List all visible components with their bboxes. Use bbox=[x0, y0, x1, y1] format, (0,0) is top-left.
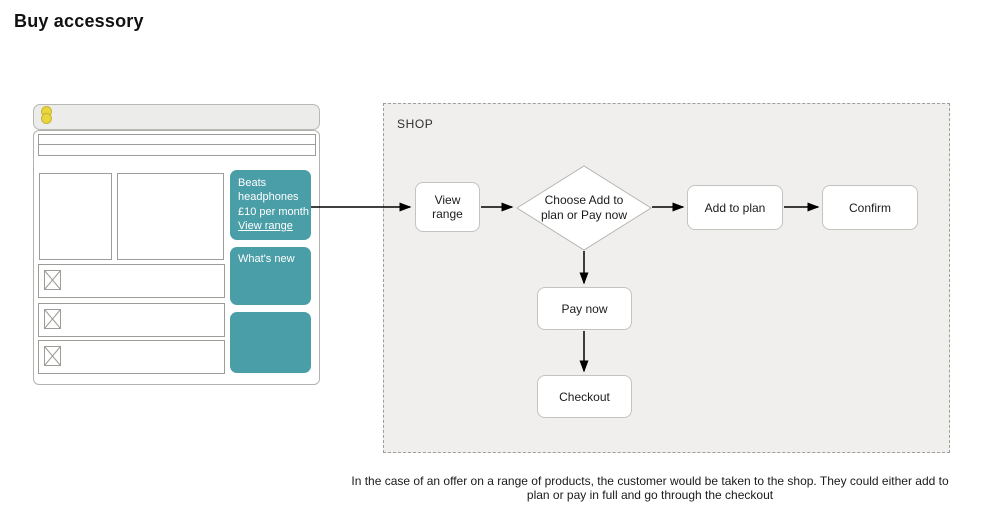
empty-banner bbox=[230, 312, 311, 373]
flow-node-checkout: Checkout bbox=[537, 375, 632, 418]
flow-node-add-to-plan: Add to plan bbox=[687, 185, 783, 230]
shop-panel bbox=[383, 103, 950, 453]
content-placeholder-box bbox=[117, 173, 224, 260]
flow-node-label: View range bbox=[432, 193, 463, 221]
browser-chrome-bar bbox=[33, 104, 320, 130]
nav-bar-placeholder bbox=[38, 134, 316, 156]
nav-bar-divider bbox=[39, 135, 315, 145]
list-item bbox=[38, 303, 225, 337]
whats-new-banner: What's new bbox=[230, 247, 311, 305]
flow-node-view-range: View range bbox=[415, 182, 480, 232]
promo-banner: Beats headphones £10 per month View rang… bbox=[230, 170, 311, 240]
shop-panel-label: SHOP bbox=[397, 117, 434, 131]
flow-node-label: Confirm bbox=[848, 200, 891, 215]
logo-dot-icon bbox=[41, 113, 52, 124]
flow-node-label: Pay now bbox=[561, 301, 608, 316]
flow-node-confirm: Confirm bbox=[822, 185, 918, 230]
flow-node-decision-label: Choose Add to plan or Pay now bbox=[540, 193, 628, 222]
whats-new-label: What's new bbox=[238, 253, 295, 265]
promo-line: £10 per month bbox=[238, 205, 309, 218]
promo-line: headphones bbox=[238, 191, 299, 204]
list-item bbox=[38, 340, 225, 374]
page-title: Buy accessory bbox=[14, 11, 144, 31]
flow-node-label: Checkout bbox=[559, 389, 610, 404]
flow-node-pay-now: Pay now bbox=[537, 287, 632, 330]
content-placeholder-box bbox=[39, 173, 112, 260]
caption-text: In the case of an offer on a range of pr… bbox=[351, 474, 949, 502]
image-placeholder-icon bbox=[44, 346, 61, 366]
image-placeholder-icon bbox=[44, 270, 61, 290]
promo-line: Beats bbox=[238, 177, 267, 189]
list-item bbox=[38, 264, 225, 298]
view-range-link: View range bbox=[238, 219, 293, 232]
image-placeholder-icon bbox=[44, 309, 61, 329]
flow-node-label: Add to plan bbox=[704, 200, 766, 215]
